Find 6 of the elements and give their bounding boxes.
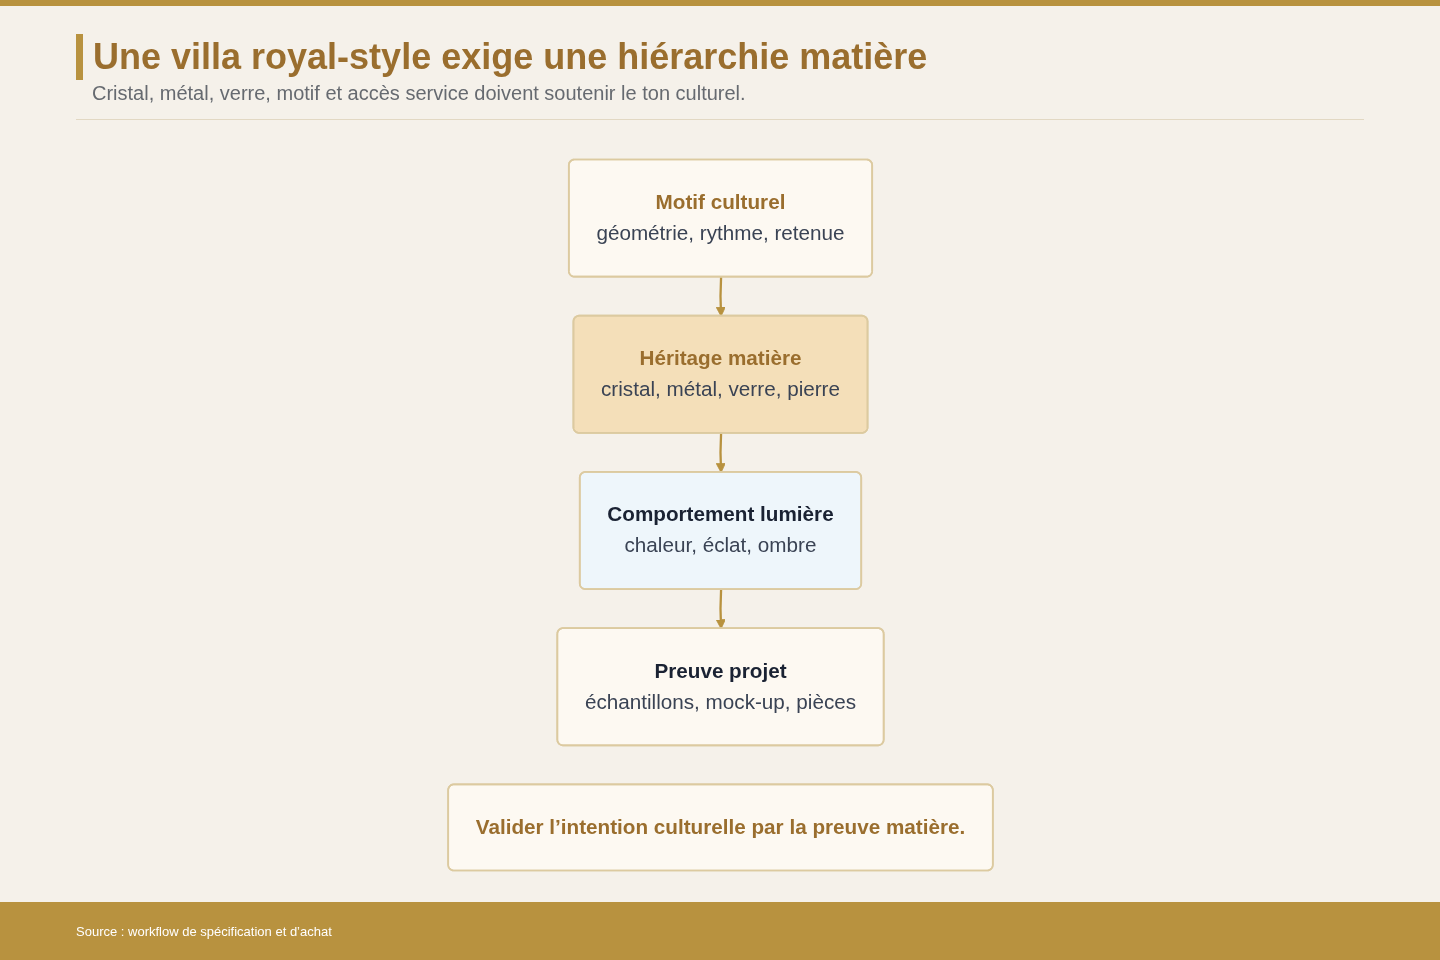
arrow: [715, 589, 726, 630]
subtitle: Cristal, métal, verre, motif et accès service doivent soutenir le ton culturel.: [92, 82, 747, 105]
title: Une villa royal-style exige une hiérarchie matière: [76, 34, 928, 80]
arrow: [715, 277, 726, 317]
caption: Source : workflow de spécification et d’achat: [76, 924, 332, 939]
arrow: [715, 433, 726, 473]
